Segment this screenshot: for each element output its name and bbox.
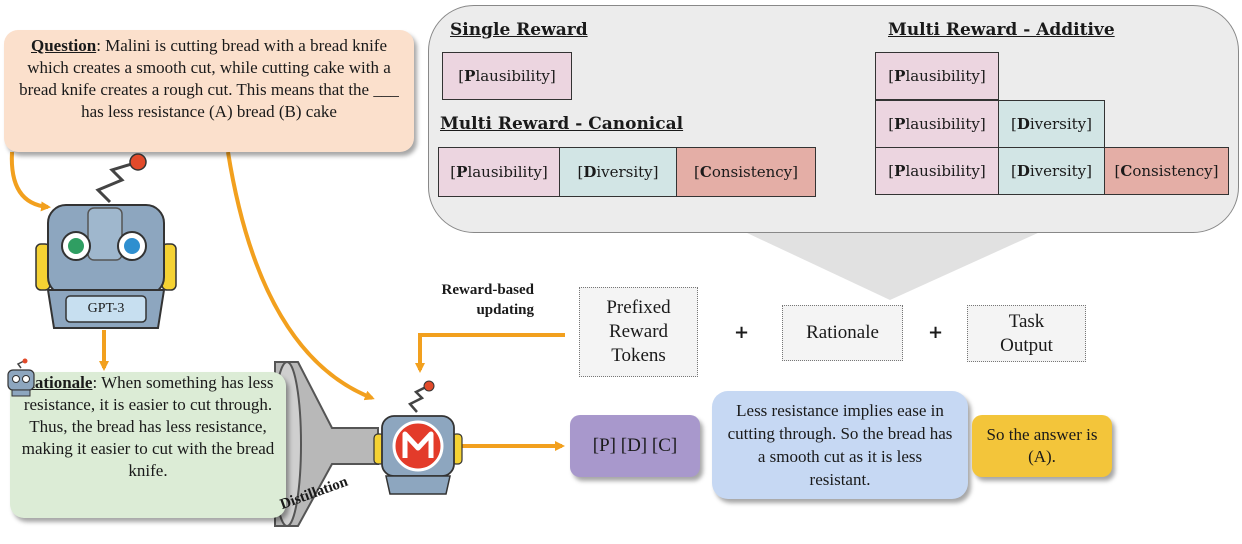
single-reward-title: Single Reward — [450, 20, 588, 40]
student-robot-icon — [373, 380, 463, 495]
arrow-question-to-student — [226, 151, 375, 401]
question-box: Question: Malini is cutting bread with a… — [4, 30, 414, 152]
reward-updating-label: Reward-based updating — [441, 282, 535, 318]
question-text: : Malini is cutting bread with a bread k… — [19, 36, 399, 121]
gpt3-robot-icon — [35, 153, 177, 329]
additive-title-suffix: Additive — [1036, 20, 1115, 40]
additive-reward-title: Multi Reward - Additive — [888, 20, 1115, 40]
arrow-reward-update — [415, 333, 565, 373]
teacher-label: GPT-3 — [87, 301, 125, 316]
output-rationale: Less resistance implies ease in cutting … — [712, 391, 968, 499]
canonical-reward-title: Multi Reward - Canonical — [440, 114, 684, 134]
format-plus-1: + — [734, 322, 750, 343]
arrow-question-to-teacher — [9, 151, 51, 212]
format-prefixed-tokens: Prefixed Reward Tokens — [579, 287, 698, 377]
rationale-label: Rationale — [22, 373, 93, 392]
format-rationale: Rationale — [782, 305, 903, 361]
rationale-text: : When something has less resistance, it… — [21, 373, 275, 480]
additive-title-prefix: Multi Reward - — [888, 20, 1037, 40]
output-reward-tokens: [P] [D] [C] — [570, 415, 700, 477]
output-answer: So the answer is (A). — [972, 415, 1112, 477]
question-label: Question — [31, 36, 97, 55]
callout-pointer — [745, 232, 1040, 300]
format-plus-2: + — [928, 322, 944, 343]
rationale-box: Rationale: When something has less resis… — [10, 372, 286, 518]
format-task-output: Task Output — [967, 305, 1086, 362]
mini-robot-icon — [7, 358, 35, 397]
